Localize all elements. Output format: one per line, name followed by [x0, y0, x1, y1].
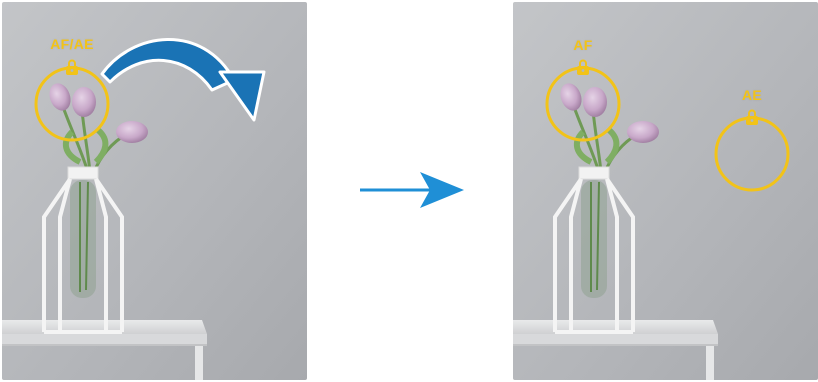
vase-photo: [2, 2, 307, 380]
lock-icon: [745, 109, 759, 125]
lock-icon: [576, 59, 590, 75]
left-photo-panel: AF/AE: [2, 2, 307, 380]
ae-label: AE: [712, 87, 792, 103]
vase-photo: [513, 2, 818, 380]
af-ae-label: AF/AE: [32, 36, 112, 52]
af-label: AF: [543, 37, 623, 53]
lock-icon: [65, 59, 79, 75]
right-photo-panel: AF AE: [513, 2, 818, 380]
right-arrow-icon: [360, 168, 466, 216]
